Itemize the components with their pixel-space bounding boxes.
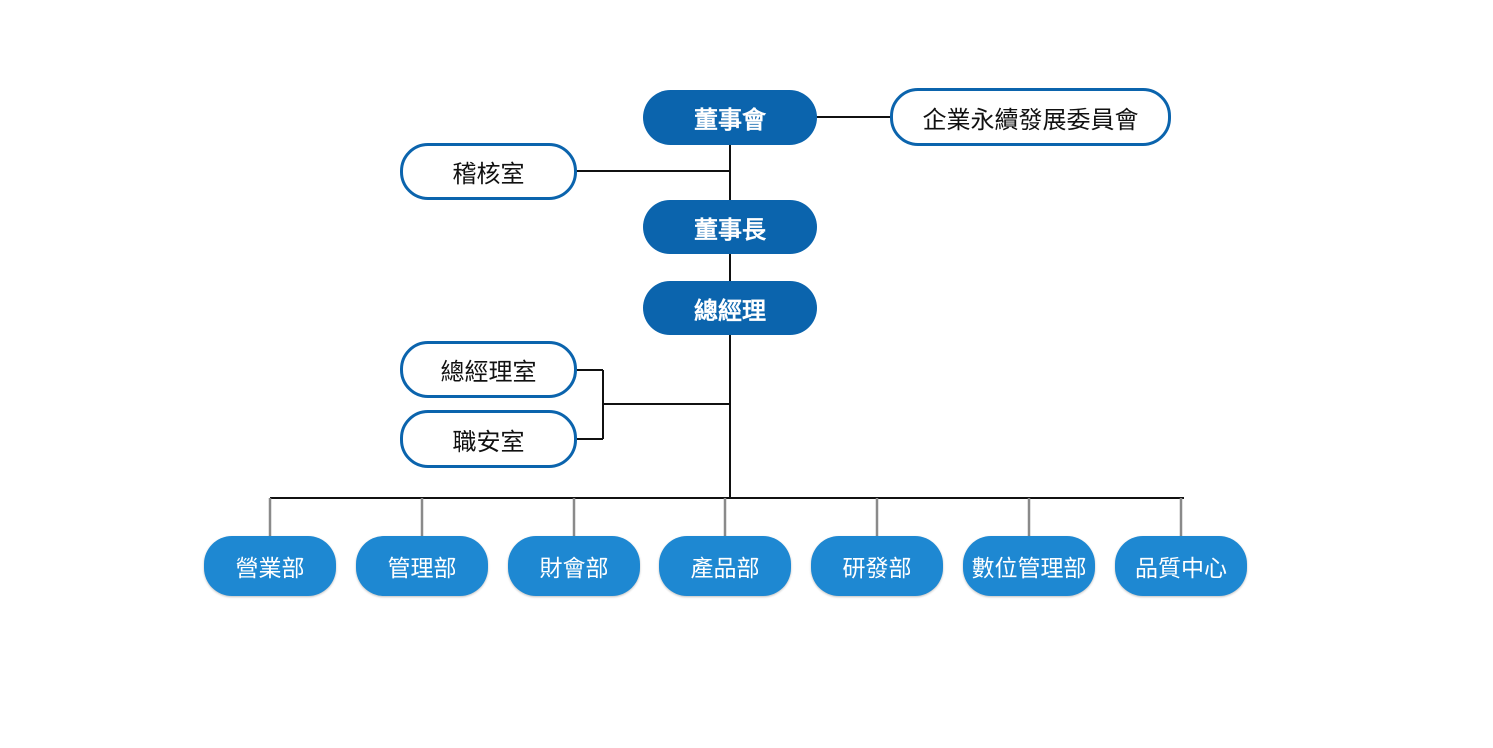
- gm-office-box: 總經理室: [400, 341, 577, 398]
- department-box: 研發部: [811, 536, 943, 596]
- department-box: 品質中心: [1115, 536, 1247, 596]
- general-manager-box: 總經理: [643, 281, 817, 335]
- board-box: 董事會: [643, 90, 817, 145]
- safety-office-box: 職安室: [400, 410, 577, 468]
- department-box: 管理部: [356, 536, 488, 596]
- department-box: 數位管理部: [963, 536, 1095, 596]
- audit-office-box: 稽核室: [400, 143, 577, 200]
- sustainability-committee-box: 企業永續發展委員會: [890, 88, 1171, 146]
- chairman-box: 董事長: [643, 200, 817, 254]
- department-box: 財會部: [508, 536, 640, 596]
- department-box: 產品部: [659, 536, 791, 596]
- department-box: 營業部: [204, 536, 336, 596]
